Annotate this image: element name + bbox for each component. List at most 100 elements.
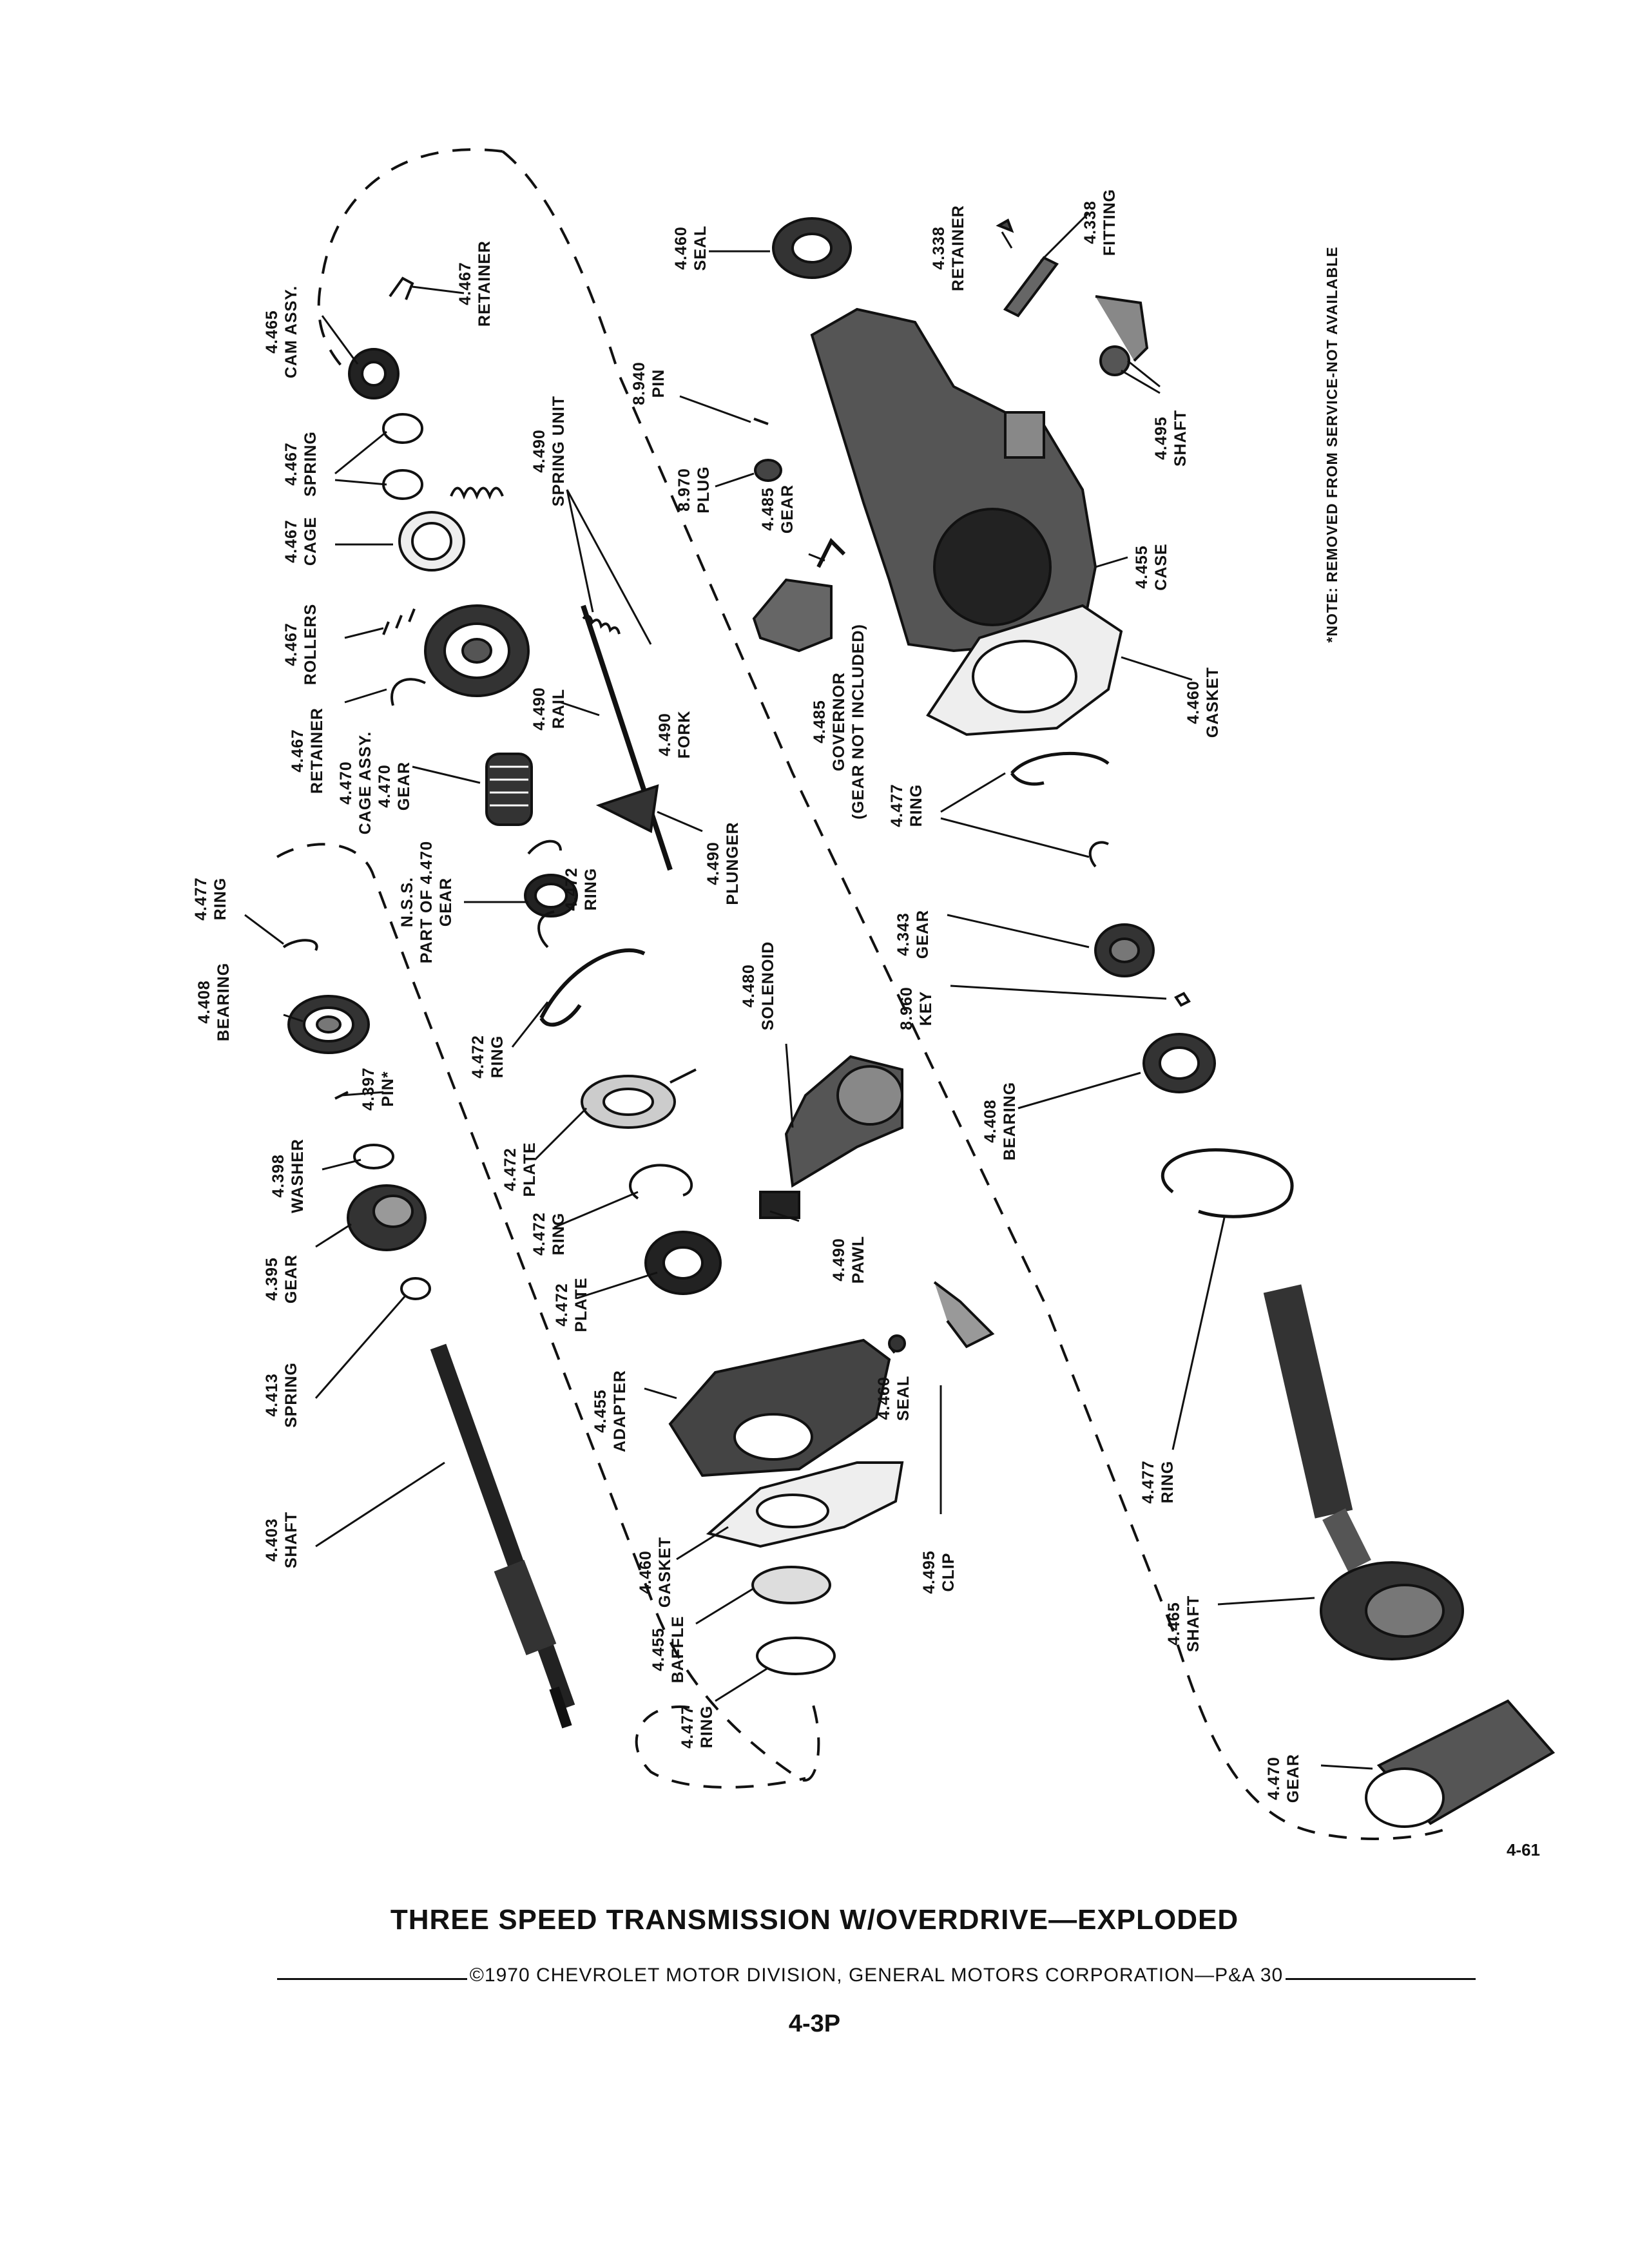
retainer-arc-drawing	[390, 678, 426, 706]
svg-text:8.960: 8.960	[898, 986, 916, 1030]
case-drawing	[810, 307, 1097, 653]
nss-gear-drawing	[524, 874, 578, 918]
svg-text:4.472: 4.472	[530, 1212, 548, 1256]
svg-text:4.467: 4.467	[456, 262, 474, 305]
ratchet-plate-drawing	[644, 1231, 722, 1295]
coil-spring-drawing	[450, 486, 504, 500]
svg-text:4.480: 4.480	[740, 964, 758, 1008]
seal-top-drawing	[772, 217, 852, 279]
svg-text:ROLLERS: ROLLERS	[302, 604, 320, 685]
svg-text:GEAR: GEAR	[778, 485, 796, 533]
svg-text:SEAL: SEAL	[894, 1376, 912, 1421]
svg-text:GOVERNOR: GOVERNOR	[830, 672, 848, 771]
svg-text:GEAR: GEAR	[914, 910, 932, 959]
svg-text:BEARING: BEARING	[1001, 1082, 1019, 1160]
svg-text:SHAFT: SHAFT	[1184, 1595, 1202, 1652]
svg-text:8.970: 8.970	[675, 468, 693, 512]
plug-drawing	[754, 459, 782, 482]
svg-text:CLIP: CLIP	[940, 1553, 958, 1592]
svg-text:PLUG: PLUG	[695, 466, 713, 513]
svg-text:4.455: 4.455	[650, 1628, 668, 1671]
bearing-left-drawing	[287, 995, 370, 1054]
fitting-drawing	[1003, 256, 1059, 318]
rule-left	[277, 1978, 467, 1980]
svg-text:BEARING: BEARING	[215, 963, 233, 1041]
svg-text:KEY: KEY	[917, 991, 935, 1026]
adapter-drawing	[668, 1338, 891, 1477]
svg-text:RING: RING	[698, 1706, 716, 1749]
svg-text:SEAL: SEAL	[691, 226, 709, 271]
svg-text:N.S.S.: N.S.S.	[398, 877, 416, 927]
svg-text:4.490: 4.490	[830, 1238, 848, 1282]
svg-text:ADAPTER: ADAPTER	[611, 1370, 629, 1452]
gear-395-drawing	[347, 1184, 427, 1251]
svg-text:RING: RING	[211, 878, 229, 921]
retainer-clip-drawing	[389, 276, 414, 300]
svg-text:4.477: 4.477	[679, 1705, 697, 1749]
svg-text:4.408: 4.408	[195, 980, 213, 1024]
svg-text:4.460: 4.460	[637, 1550, 655, 1594]
washer-drawing	[353, 1144, 394, 1169]
clip-drawing	[933, 1281, 995, 1349]
svg-text:4.485: 4.485	[811, 700, 829, 744]
governor-drawing	[752, 537, 846, 653]
svg-text:4.398: 4.398	[269, 1154, 287, 1198]
svg-text:RETAINER: RETAINER	[476, 240, 494, 327]
snap-ring-drawing	[282, 939, 318, 951]
svg-text:4.408: 4.408	[981, 1099, 999, 1143]
rule-right	[1286, 1978, 1476, 1980]
svg-text:(GEAR NOT INCLUDED): (GEAR NOT INCLUDED)	[849, 624, 867, 820]
pin-940-drawing	[753, 418, 769, 425]
svg-text:PAWL: PAWL	[849, 1236, 867, 1283]
pinion-gear-drawing	[485, 753, 533, 826]
svg-text:GASKET: GASKET	[656, 1537, 674, 1608]
svg-text:SPRING: SPRING	[282, 1362, 300, 1428]
svg-text:4.338: 4.338	[930, 226, 948, 270]
dashed-boundary	[276, 148, 1444, 1840]
svg-text:4.495: 4.495	[920, 1550, 938, 1594]
snap-ring-drawing	[537, 910, 555, 948]
spring-ring-drawing	[382, 413, 423, 444]
ring-gear-drawing	[1365, 1699, 1556, 1828]
svg-text:CASE: CASE	[1152, 543, 1170, 590]
svg-text:4.455: 4.455	[592, 1389, 610, 1433]
svg-text:4.467: 4.467	[282, 442, 300, 486]
svg-text:4.338: 4.338	[1081, 200, 1099, 244]
svg-text:4.465: 4.465	[1165, 1602, 1183, 1646]
availability-note: *NOTE: REMOVED FROM SERVICE-NOT AVAILABL…	[1324, 246, 1340, 642]
snap-ring-drawing	[629, 1164, 693, 1200]
part-drawings	[282, 217, 1556, 1828]
shaft-403-drawing	[430, 1343, 575, 1729]
svg-text:CAM ASSY.: CAM ASSY.	[282, 285, 300, 378]
baffle-drawing	[751, 1566, 831, 1604]
svg-text:4.490: 4.490	[530, 687, 548, 731]
svg-text:4.395: 4.395	[263, 1257, 281, 1301]
svg-text:4.477: 4.477	[1139, 1460, 1157, 1504]
svg-text:PLUNGER: PLUNGER	[724, 822, 742, 905]
figure-number: 4-61	[1507, 1840, 1540, 1860]
svg-text:SOLENOID: SOLENOID	[759, 941, 777, 1031]
svg-text:4.460: 4.460	[875, 1376, 893, 1420]
svg-text:4.485: 4.485	[759, 487, 777, 531]
svg-text:4.495: 4.495	[1152, 416, 1170, 460]
spring-ring-drawing	[382, 469, 423, 500]
svg-text:4.455: 4.455	[1133, 545, 1151, 589]
